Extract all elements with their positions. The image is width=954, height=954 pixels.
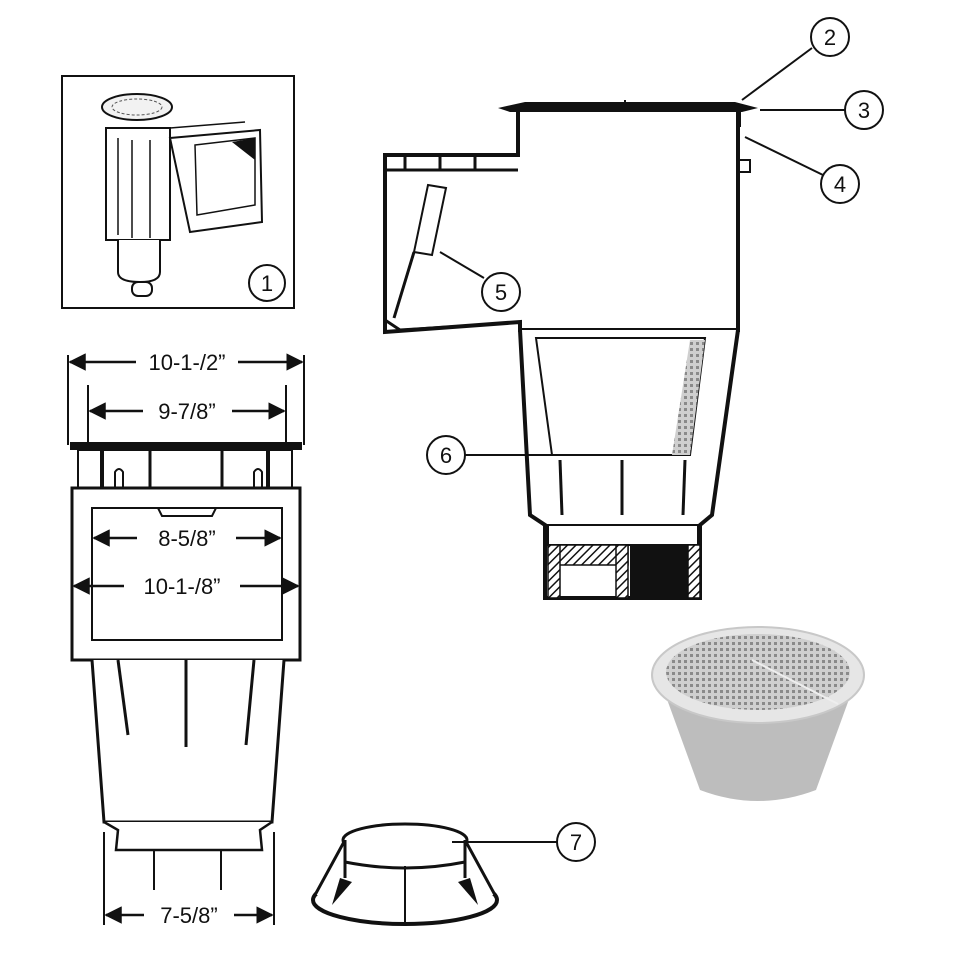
callout-1: 1 — [248, 264, 286, 302]
svg-text:1: 1 — [261, 271, 273, 296]
cross-section — [383, 100, 758, 600]
callout-6: 6 — [426, 435, 556, 475]
dimension-labels: 10-1-/2” 9-7/8” 8-5/8” 10-1-/8” 7-5/8” — [143, 350, 225, 928]
callout-4: 4 — [744, 136, 860, 204]
svg-text:2: 2 — [824, 25, 836, 50]
callout-7: 7 — [452, 822, 596, 862]
callout-2: 2 — [741, 17, 850, 101]
svg-text:7: 7 — [570, 830, 582, 855]
equalizer-float-valve — [311, 822, 499, 926]
dim-top-outer: 10-1-/2” — [148, 350, 225, 375]
dim-mouth-inner: 8-5/8” — [158, 526, 215, 551]
callout-3: 3 — [760, 90, 884, 130]
callout-5: 5 — [439, 251, 521, 312]
svg-text:4: 4 — [834, 172, 846, 197]
dim-mouth-outer: 10-1-/8” — [143, 574, 220, 599]
svg-text:3: 3 — [858, 98, 870, 123]
svg-text:5: 5 — [495, 280, 507, 305]
skimmer-basket — [651, 626, 865, 801]
front-elevation — [67, 353, 305, 925]
dim-bottom: 7-5/8” — [160, 903, 217, 928]
svg-text:6: 6 — [440, 443, 452, 468]
inset-skimmer-assembly — [61, 75, 295, 309]
dim-top-inner: 9-7/8” — [158, 399, 215, 424]
